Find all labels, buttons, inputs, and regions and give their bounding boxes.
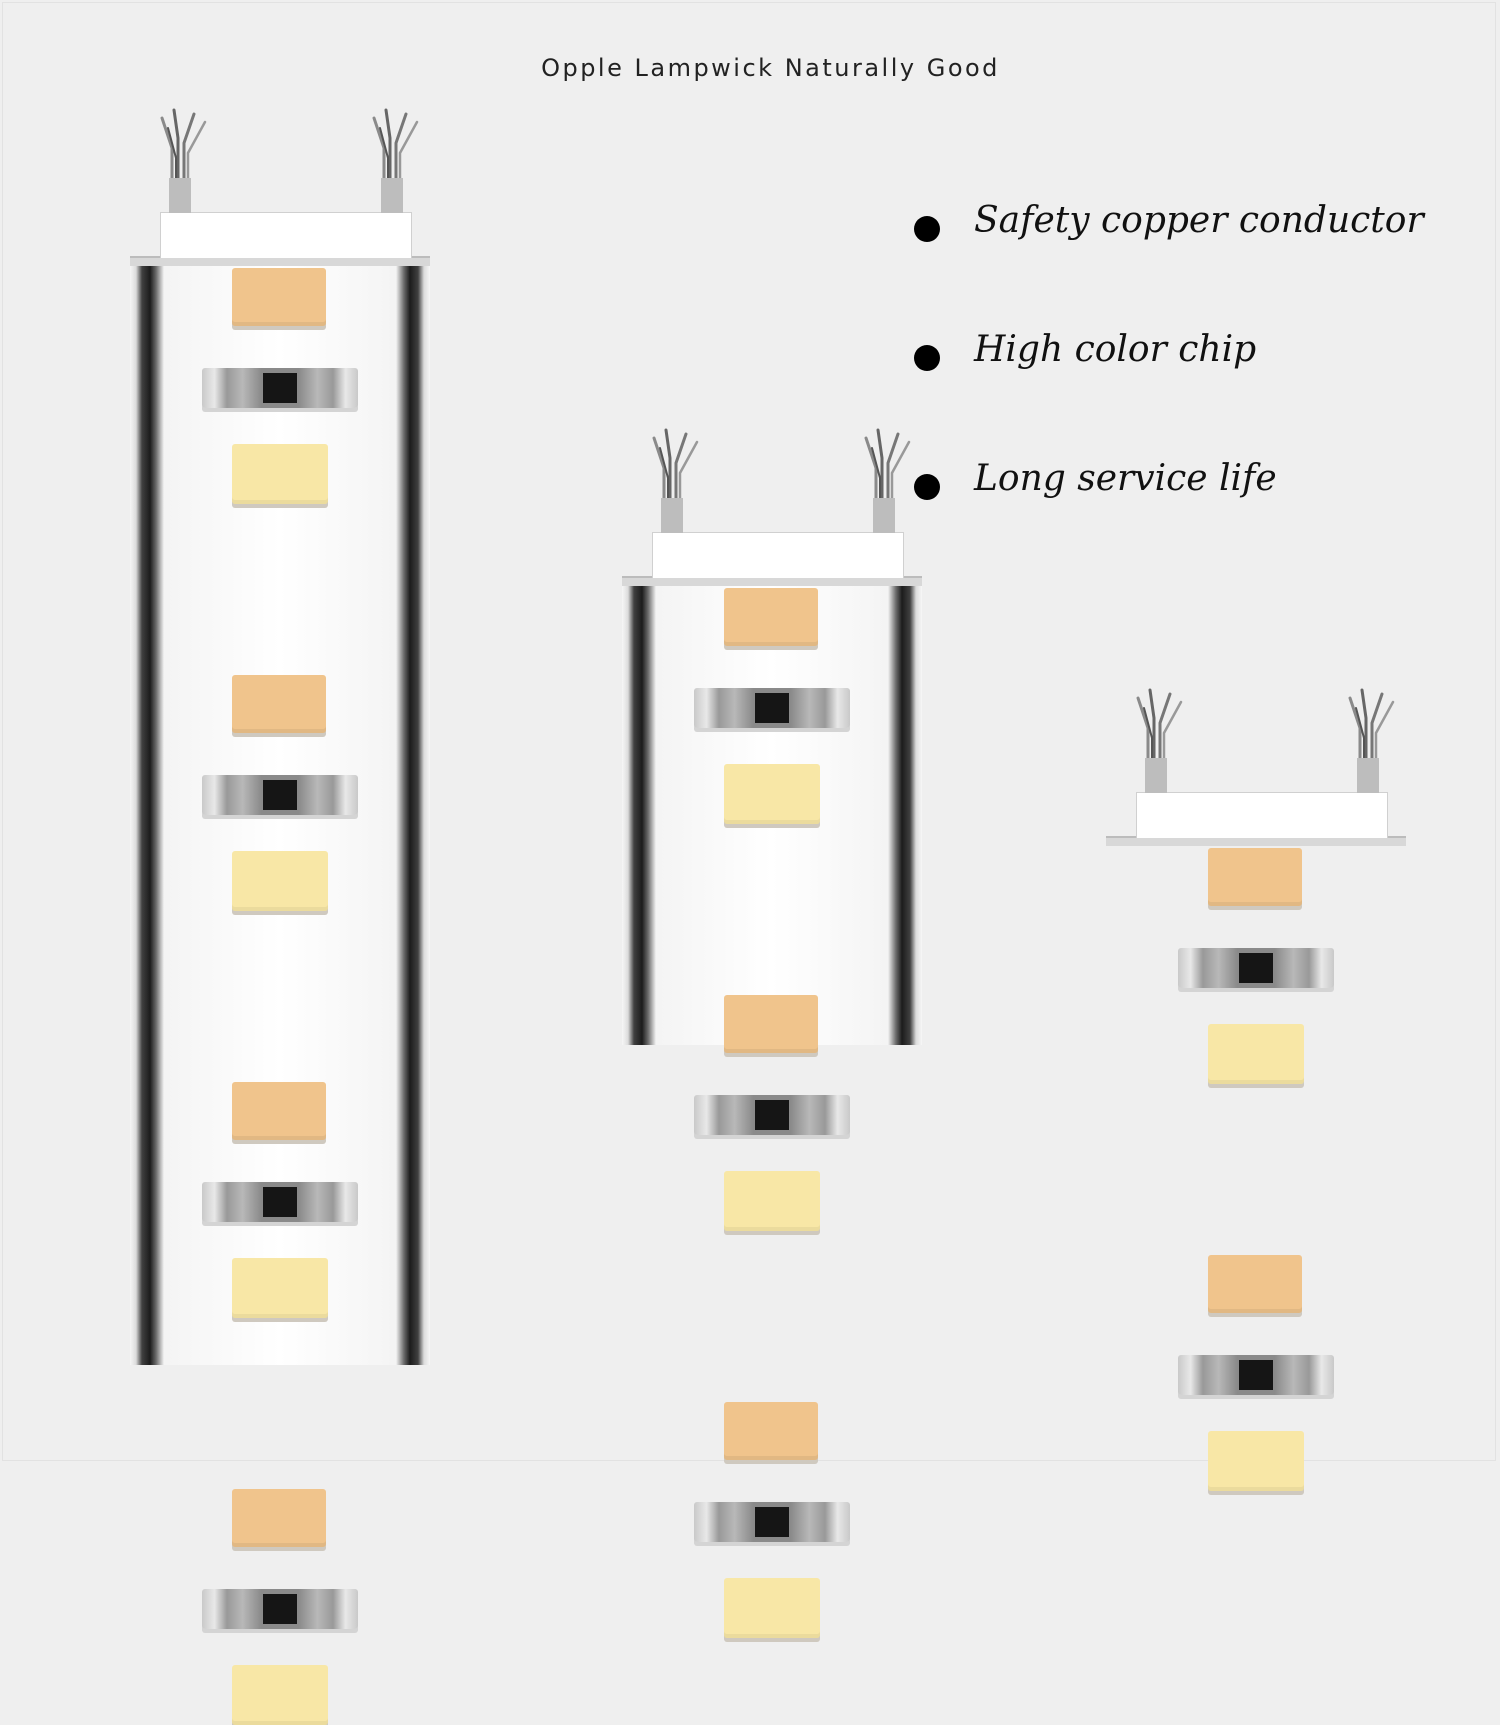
wire-icon [1126,688,1186,795]
feature-text: High color chip [974,329,1257,370]
led-strip-small [1106,680,1406,1491]
led-chip-icon [232,851,328,911]
led-strip-large [130,100,430,1725]
led-chip-icon [232,444,328,504]
resistor-icon [694,1502,850,1542]
resistor-icon [202,368,358,408]
bullet-dot-icon [914,216,940,242]
bullet-dot-icon [914,474,940,500]
led-chip-icon [724,995,818,1053]
led-chip-icon [724,764,820,824]
resistor-core [1238,1359,1274,1391]
led-chip-icon [724,588,818,646]
wire-icon [150,108,210,215]
led-chip-icon [724,1171,820,1231]
resistor-core [262,372,298,404]
resistor-icon [694,1095,850,1135]
resistor-core [754,1506,790,1538]
led-chip-icon [1208,848,1302,906]
wire-icon [1338,688,1398,795]
feature-text: Long service life [974,458,1277,499]
headline: Opple Lampwick Naturally Good [541,54,1000,82]
wire-icon [362,108,422,215]
strip-connector [160,212,412,258]
led-chip-icon [232,1082,326,1140]
resistor-core [1238,952,1274,984]
resistor-icon [1178,948,1334,988]
strip-connector [652,532,904,578]
led-strip-medium [622,420,922,1638]
led-chip-icon [724,1402,818,1460]
resistor-core [262,1186,298,1218]
led-chip-icon [232,1665,328,1725]
resistor-icon [1178,1355,1334,1395]
image-frame [2,2,1496,1461]
led-chip-icon [1208,1431,1304,1491]
resistor-icon [202,1589,358,1629]
led-chip-icon [724,1578,820,1638]
resistor-core [754,1099,790,1131]
strip-connector [1136,792,1388,838]
resistor-core [262,1593,298,1625]
led-chip-icon [232,675,326,733]
wire-icon [854,428,914,535]
resistor-core [262,779,298,811]
resistor-core [754,692,790,724]
led-chip-icon [1208,1255,1302,1313]
bullet-dot-icon [914,345,940,371]
led-chip-icon [232,1258,328,1318]
led-chip-icon [1208,1024,1304,1084]
led-chip-icon [232,268,326,326]
feature-text: Safety copper conductor [974,200,1424,241]
wire-icon [642,428,702,535]
resistor-icon [202,775,358,815]
resistor-icon [694,688,850,728]
resistor-icon [202,1182,358,1222]
strip-tube [1106,838,1406,846]
led-chip-icon [232,1489,326,1547]
